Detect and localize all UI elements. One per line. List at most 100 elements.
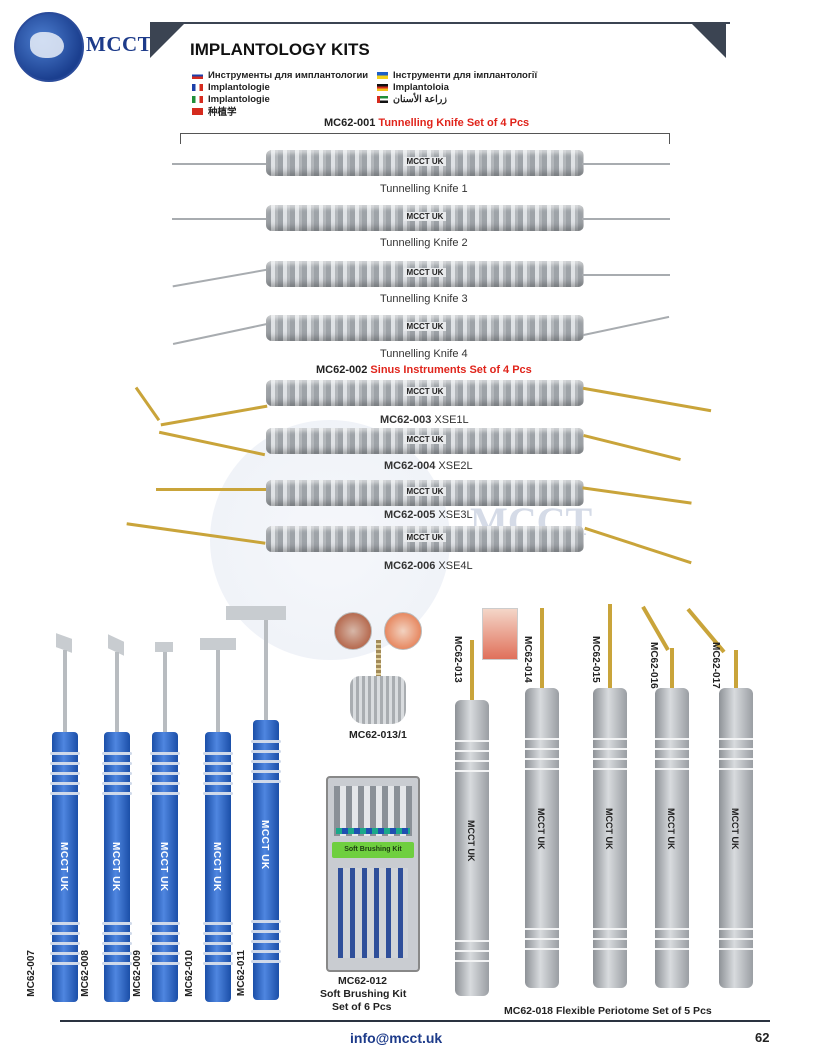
china-flag-icon: [192, 107, 203, 115]
instrument-tip: [134, 386, 161, 422]
periotome-set-caption: MC62-018 Flexible Periotome Set of 5 Pcs: [504, 1005, 712, 1017]
scraper-shaft: [63, 650, 67, 732]
kit2-heading: MC62-002 Sinus Instruments Set of 4 Pcs: [316, 364, 532, 376]
brush-kit-line2: Set of 6 Pcs: [332, 1001, 392, 1013]
periotome-tip: [670, 648, 674, 688]
instrument-tip: [172, 323, 268, 345]
scraper-4-code: MC62-010: [184, 950, 195, 997]
screw-detail-photo-1: [334, 612, 372, 650]
italy-flag-icon: [192, 95, 203, 103]
brush-instruments: [338, 868, 408, 958]
periotome-4: MCCT UK: [641, 600, 692, 1000]
periotome-handle: MCCT UK: [593, 688, 627, 988]
scraper-5: MCCT UK: [226, 606, 290, 1006]
brush-kit-label: Soft Brushing Kit: [332, 842, 414, 858]
brush-tips: [336, 828, 410, 834]
instrument-tip: [172, 163, 268, 165]
sinus-instrument-4: MCCT UK: [126, 518, 700, 578]
instrument-handle: MCCT UK: [266, 526, 584, 552]
scraper-2-code: MC62-008: [80, 950, 91, 997]
kit1-bracket: [180, 133, 670, 144]
instrument-handle: MCCT UK: [266, 428, 584, 454]
language-item: Инструменты для имплантологии: [192, 69, 382, 81]
ukraine-flag-icon: [377, 71, 388, 79]
periotome-2-code: MC62-014: [522, 636, 533, 683]
instrument-tip: [582, 274, 670, 276]
scraper-handle: MCCT UK: [102, 732, 132, 1002]
page-title: IMPLANTOLOGY KITS: [190, 40, 370, 59]
header-triangle-right: [690, 22, 726, 58]
language-item: Implantologie: [192, 81, 382, 93]
brush-kit-code: MC62-012: [338, 975, 388, 987]
periotome-4-code: MC62-016: [648, 642, 659, 689]
instrument-tip: [582, 386, 712, 413]
instrument-handle: MCCT UK: [266, 150, 584, 176]
tunnelling-knife-4: MCCT UK: [172, 315, 672, 345]
tunnelling-knife-2: MCCT UK: [172, 205, 672, 235]
brush-kit-line1: Soft Brushing Kit: [320, 988, 407, 1000]
scraper-shaft: [264, 620, 268, 720]
periotome-2: MCCT UK: [522, 608, 562, 1000]
header-triangle-left: [150, 22, 186, 58]
periotome-3: MCCT UK: [590, 604, 630, 1000]
periotome-handle: MCCT UK: [455, 700, 489, 996]
instrument-tip: [126, 522, 266, 545]
instrument-handle: MCCT UK: [266, 315, 584, 341]
sinus-instrument-3-caption: MC62-005 XSE3L: [384, 509, 473, 521]
scraper-3: MCCT UK: [150, 636, 180, 1006]
periotome-3-code: MC62-015: [590, 636, 601, 683]
screw-thread: [376, 640, 381, 676]
scraper-handle: MCCT UK: [50, 732, 80, 1002]
periotome-handle: MCCT UK: [719, 688, 753, 988]
instrument-tip: [172, 218, 268, 220]
scraper-2: MCCT UK: [102, 634, 132, 1006]
periotome-1-code: MC62-013: [452, 636, 463, 683]
scraper-5-code: MC62-011: [236, 950, 247, 997]
sinus-instrument-2: MCCT UK: [150, 420, 700, 480]
language-item: Інструменти для імплантології: [377, 69, 567, 81]
scraper-blade: [226, 606, 286, 620]
language-item: Implantoloia: [377, 81, 567, 93]
instrument-tip: [582, 218, 670, 220]
instrument-tip: [584, 526, 692, 565]
language-list-left: Инструменты для имплантологии Implantolo…: [192, 69, 382, 118]
footer-email-link[interactable]: info@mcct.uk: [350, 1030, 443, 1046]
screw-code: MC62-013/1: [349, 729, 407, 741]
periotome-handle: MCCT UK: [525, 688, 559, 988]
instrument-tip: [582, 315, 670, 337]
periotome-detail-photo: [482, 608, 518, 660]
scraper-shaft: [115, 652, 119, 732]
scraper-handle: MCCT UK: [203, 732, 233, 1002]
germany-flag-icon: [377, 83, 388, 91]
tunnelling-knife-3: MCCT UK: [172, 261, 672, 291]
header-rule: [150, 22, 730, 24]
instrument-tip: [158, 430, 266, 457]
sinus-instrument-4-caption: MC62-006 XSE4L: [384, 560, 473, 572]
instrument-tip: [583, 433, 681, 462]
logo-text: MCCT: [86, 32, 153, 56]
language-item: زراعة الأسنان: [377, 93, 567, 105]
russia-flag-icon: [192, 71, 203, 79]
sinus-instrument-3: MCCT UK: [150, 474, 700, 514]
brush-kit-lid: [334, 786, 412, 836]
periotome-handle: MCCT UK: [655, 688, 689, 988]
brush-kit-box: Soft Brushing Kit: [326, 776, 420, 972]
page-number: 62: [755, 1030, 770, 1045]
sinus-instrument-2-caption: MC62-004 XSE2L: [384, 460, 473, 472]
periotome-tip: [734, 650, 738, 688]
scraper-shaft: [163, 652, 167, 732]
scraper-blade: [200, 638, 236, 650]
instrument-tip: [156, 488, 266, 491]
scraper-1: MCCT UK: [50, 633, 80, 1006]
scraper-3-code: MC62-009: [132, 950, 143, 997]
scraper-blade: [155, 642, 173, 652]
scraper-4: MCCT UK: [200, 636, 240, 1006]
periotome-5: MCCT UK: [686, 596, 756, 1000]
scraper-handle: MCCT UK: [251, 720, 281, 1000]
instrument-handle: MCCT UK: [266, 380, 584, 406]
uae-flag-icon: [377, 95, 388, 103]
screw-knob: [350, 676, 406, 724]
language-item: 种植学: [192, 105, 382, 118]
tunnelling-knife-3-caption: Tunnelling Knife 3: [380, 293, 468, 305]
periotome-5-code: MC62-017: [710, 642, 721, 689]
